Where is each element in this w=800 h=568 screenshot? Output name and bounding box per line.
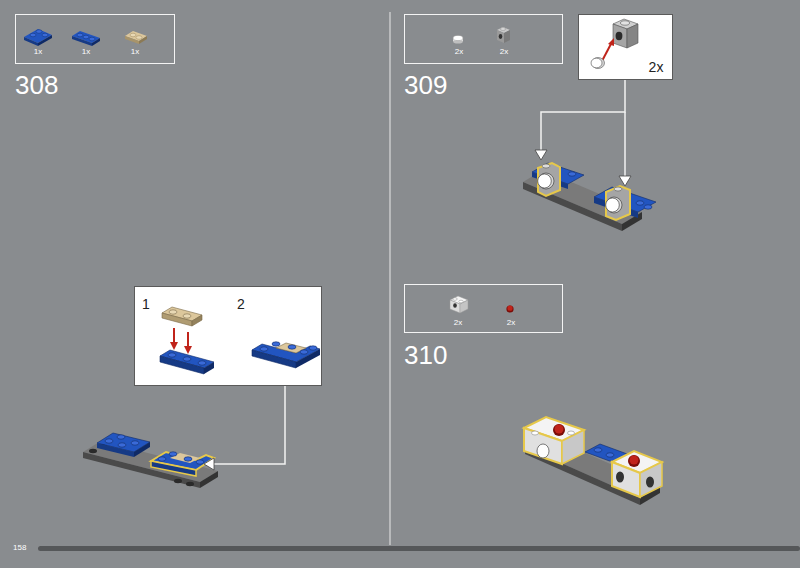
- callout-illustration: [160, 307, 320, 374]
- leader-line: [214, 80, 625, 464]
- part-quantity: 2x: [500, 48, 508, 56]
- parts-list-box: 2x 2x: [404, 14, 563, 64]
- part-quantity: 1x: [131, 48, 139, 56]
- step-number: 308: [15, 72, 58, 98]
- callout-number: 2x: [649, 60, 664, 74]
- part-icons: [450, 296, 514, 313]
- part-quantity: 1x: [82, 48, 90, 56]
- part-icons: [24, 29, 147, 46]
- part-quantity: 2x: [455, 48, 463, 56]
- step-number: 309: [404, 72, 447, 98]
- callout-fill: [578, 14, 673, 80]
- parts-list-box: 1x 1x 1x: [15, 14, 175, 64]
- callout-number: 1: [142, 297, 150, 311]
- callout-box: 2x: [578, 14, 673, 80]
- part-quantity: 1x: [34, 48, 42, 56]
- model-assembly: [83, 433, 218, 488]
- callout-fill: [134, 286, 322, 386]
- leader-arrowhead: [204, 150, 631, 470]
- callout-box: 12: [134, 286, 322, 386]
- page-divider: [390, 12, 391, 545]
- model-assembly: [524, 417, 662, 505]
- callout-illustration: [591, 19, 638, 69]
- part-quantity: 2x: [454, 319, 462, 327]
- page-number: 158: [13, 544, 26, 552]
- model-assembly: [523, 163, 656, 231]
- part-quantity: 2x: [507, 319, 515, 327]
- step-number: 310: [404, 342, 447, 368]
- part-icons: [453, 27, 510, 44]
- callout-number: 2: [237, 297, 245, 311]
- parts-list-box: 2x 2x: [404, 284, 563, 333]
- footer-bar: [38, 546, 800, 551]
